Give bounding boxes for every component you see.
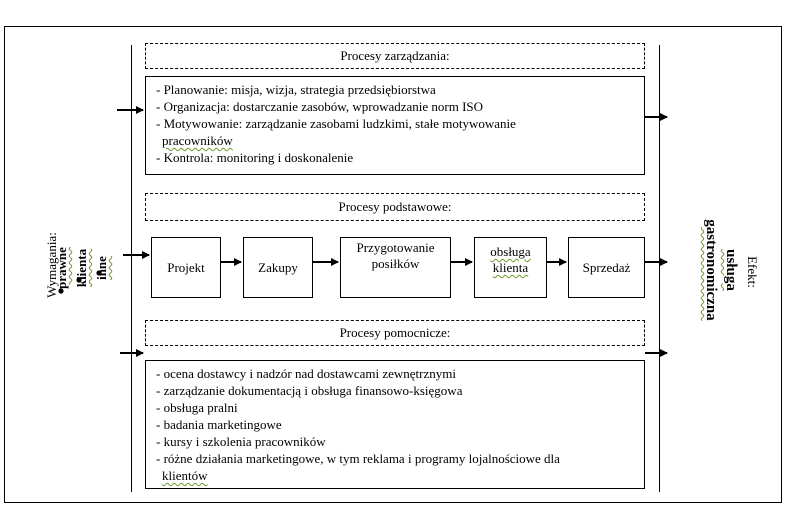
support-title: Procesy pomocnicze: (339, 325, 451, 340)
support-item: - różne działania marketingowe, w tym re… (156, 451, 560, 466)
process-step-obsluga-klienta: obsługa klienta (474, 237, 547, 298)
support-item: - zarządzanie dokumentacją i obsługa fin… (156, 383, 463, 398)
management-item: - Organizacja: dostarczanie zasobów, wpr… (156, 99, 484, 114)
effect-line-1: usługa (723, 249, 739, 291)
management-item: - Kontrola: monitoring i doskonalenie (156, 150, 354, 165)
effect-value: usługa gastronomiczna (701, 200, 741, 340)
support-item: - ocena dostawcy i nadzór nad dostawcami… (156, 366, 456, 381)
process-step-przygotowanie: Przygotowanie posiłków (340, 237, 451, 298)
management-title: Procesy zarządzania: (340, 48, 450, 63)
effect-line-2: gastronomiczna (703, 219, 719, 321)
core-title: Procesy podstawowe: (338, 199, 452, 214)
left-boundary-line (131, 45, 132, 492)
management-processes-box: - Planowanie: misja, wizja, strategia pr… (145, 76, 645, 175)
support-item: - badania marketingowe (156, 417, 282, 432)
effect-label: Efekt: (745, 256, 760, 288)
management-item: - Planowanie: misja, wizja, strategia pr… (156, 82, 436, 97)
right-boundary-line (659, 45, 660, 492)
management-item: - Motywowanie: zarządzanie zasobami ludz… (156, 116, 516, 131)
bullet-icon (96, 270, 102, 276)
support-processes-header: Procesy pomocnicze: (145, 320, 645, 346)
support-item: klientów (162, 468, 208, 483)
diagram-frame (4, 26, 782, 503)
process-step-zakupy: Zakupy (243, 237, 313, 298)
bullet-icon (58, 288, 64, 294)
support-item: - kursy i szkolenia pracowników (156, 434, 326, 449)
management-processes-header: Procesy zarządzania: (145, 43, 645, 69)
support-item: - obsługa pralni (156, 400, 238, 415)
management-item: pracowników (162, 133, 233, 148)
bullet-icon (76, 277, 82, 283)
process-step-sprzedaz: Sprzedaż (568, 237, 645, 298)
support-processes-box: - ocena dostawcy i nadzór nad dostawcami… (145, 360, 645, 489)
core-processes-header: Procesy podstawowe: (145, 193, 645, 221)
process-step-projekt: Projekt (151, 237, 221, 298)
